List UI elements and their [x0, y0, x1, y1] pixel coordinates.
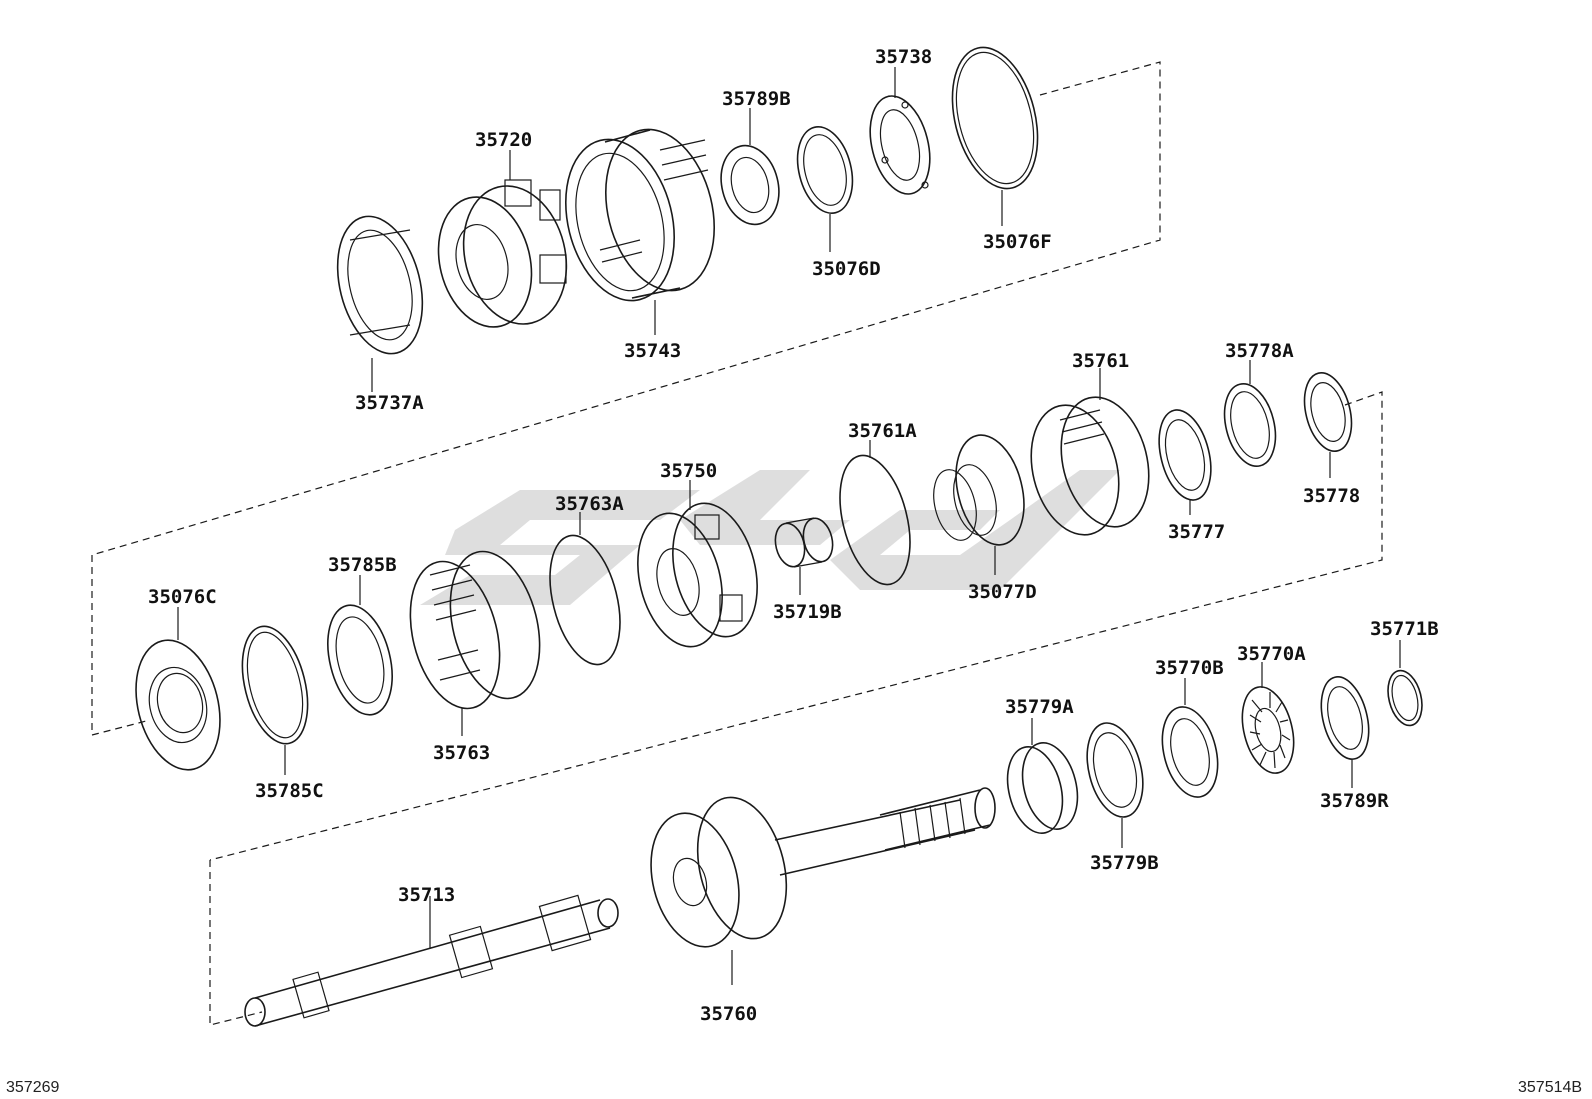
label-35789b: 35789B	[722, 88, 791, 110]
part-35720-planet-carrier	[437, 150, 568, 328]
part-35713-input-shaft	[244, 894, 619, 1027]
label-35076c: 35076C	[148, 586, 217, 608]
part-35719b-bushing	[774, 517, 834, 595]
label-35076f: 35076F	[983, 231, 1052, 253]
part-35770a-needle-bearing	[1241, 662, 1295, 774]
label-35761: 35761	[1072, 350, 1129, 372]
label-35770b: 35770B	[1155, 657, 1224, 679]
part-35778a-bearing-race	[1223, 360, 1277, 467]
part-35738-thrust-washer	[869, 67, 931, 195]
diagram-code-left: 357269	[6, 1079, 59, 1096]
part-35743-ring-gear	[564, 128, 716, 335]
group-outline-bottom	[209, 860, 263, 1026]
label-35719b: 35719B	[773, 601, 842, 623]
part-35789r-washer	[1320, 676, 1370, 788]
part-35761-ring-gear	[1030, 368, 1150, 536]
label-35779a: 35779A	[1005, 696, 1074, 718]
label-35778: 35778	[1303, 485, 1360, 507]
label-35750: 35750	[660, 460, 717, 482]
part-35761a-snap-ring	[839, 440, 911, 586]
part-35779a-bearing-race	[1006, 718, 1079, 834]
part-35778-washer	[1303, 372, 1353, 478]
label-35713: 35713	[398, 884, 455, 906]
part-35737a-thrust-plate	[336, 215, 424, 392]
label-35760: 35760	[700, 1003, 757, 1025]
part-35770b-bearing-race	[1161, 678, 1219, 798]
label-35785c: 35785C	[255, 780, 324, 802]
label-35761a: 35761A	[848, 420, 917, 442]
label-35778a: 35778A	[1225, 340, 1294, 362]
label-35720: 35720	[475, 129, 532, 151]
label-35743: 35743	[624, 340, 681, 362]
part-35763-clutch-hub	[409, 550, 541, 736]
part-35750-planet-carrier	[637, 480, 758, 648]
label-35771b: 35771B	[1370, 618, 1439, 640]
label-35779b: 35779B	[1090, 852, 1159, 874]
label-35785b: 35785B	[328, 554, 397, 576]
part-35076c-bearing	[135, 607, 221, 771]
label-35763a: 35763A	[555, 493, 624, 515]
label-35737a: 35737A	[355, 392, 424, 414]
part-35763a-snap-ring	[549, 512, 621, 666]
part-35777-washer	[1158, 409, 1212, 515]
label-35077d: 35077D	[968, 581, 1037, 603]
label-35770a: 35770A	[1237, 643, 1306, 665]
group-outline-top	[91, 61, 1161, 556]
part-35760-output-carrier	[650, 787, 996, 985]
label-35777: 35777	[1168, 521, 1225, 543]
part-35779b-bearing	[1086, 722, 1144, 848]
group-outline-middle	[91, 391, 1383, 861]
diagram-code-right: 357514B	[1518, 1079, 1582, 1096]
part-35771b-snap-ring	[1387, 640, 1423, 727]
label-35738: 35738	[875, 46, 932, 68]
part-35077d-one-way-clutch	[933, 434, 1025, 575]
part-35076f-snap-ring	[951, 46, 1039, 226]
label-35763: 35763	[433, 742, 490, 764]
label-35076d: 35076D	[812, 258, 881, 280]
part-35789b-bearing-race	[720, 108, 780, 226]
part-35785b-plate	[327, 575, 393, 716]
label-35789r: 35789R	[1320, 790, 1389, 812]
part-35785c-race	[241, 625, 309, 775]
part-35076d-bearing	[796, 126, 854, 252]
